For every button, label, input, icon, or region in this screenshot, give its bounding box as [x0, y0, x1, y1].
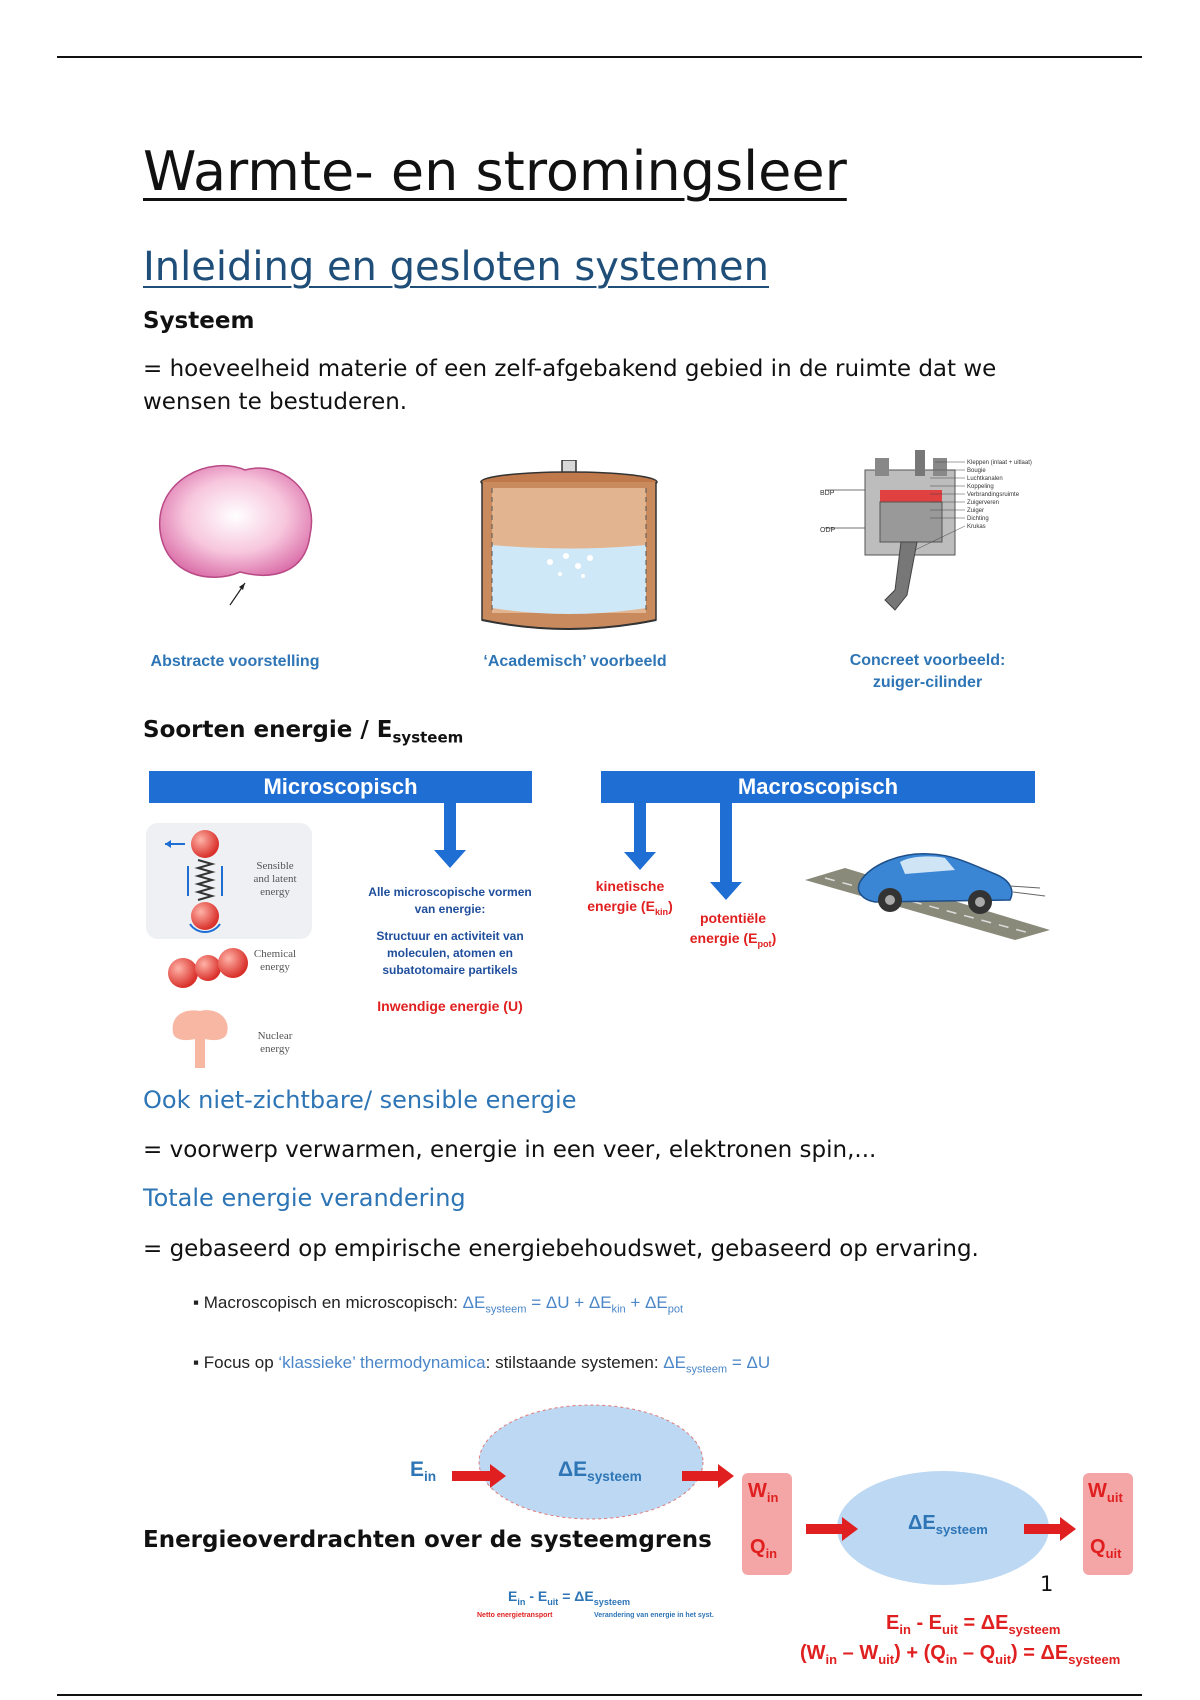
energy-arrows	[434, 800, 742, 900]
moving-car-illustration	[805, 853, 1050, 940]
svg-text:Verbrandingsruimte: Verbrandingsruimte	[967, 492, 1020, 498]
potential-energy-label: potentiële energie (Epot)	[689, 910, 777, 949]
top-rule	[57, 56, 1142, 58]
bullet-marker: ▪	[193, 1353, 204, 1372]
equation-2: Ein - Euit = ΔEsysteem	[886, 1612, 1061, 1637]
nuclear-label: Nuclear energy	[257, 1030, 293, 1055]
systeem-definition: = hoeveelheid materie of een zelf-afgeba…	[143, 356, 997, 415]
w-in-label: Win	[748, 1480, 779, 1505]
equation-1: Ein - Euit = ΔEsysteem	[508, 1588, 631, 1607]
svg-text:Dichting: Dichting	[967, 516, 989, 522]
bullet-macro-micro: ▪ Macroscopisch en microscopisch: ΔEsyst…	[193, 1293, 684, 1316]
net-transport-note: Netto energietransport	[477, 1612, 553, 1619]
svg-text:Krukas: Krukas	[967, 524, 986, 530]
sensible-panel	[146, 823, 312, 939]
concrete-caption: Concreet voorbeeld: zuiger-cilinder	[849, 652, 1006, 691]
abstract-caption: Abstracte voorstelling	[150, 653, 320, 670]
bullet-marker: ▪	[193, 1293, 204, 1312]
energy-types-heading: Soorten energie / Esysteem	[143, 717, 464, 747]
work-heat-in-tag	[742, 1473, 792, 1575]
chemical-molecule-icon	[168, 948, 248, 988]
svg-text:BDP: BDP	[820, 490, 835, 497]
micro-description-2: Structuur en activiteit van moleculen, a…	[376, 929, 524, 977]
internal-energy-label: Inwendige energie (U)	[377, 998, 523, 1014]
total-energy-heading: Totale energie verandering	[143, 1184, 466, 1212]
kinetic-energy-label: kinetische energie (Ekin)	[587, 878, 673, 917]
work-heat-out-tag	[1083, 1473, 1133, 1575]
svg-text:Koppeling: Koppeling	[967, 484, 994, 490]
w-uit-label: Wuit	[1088, 1480, 1123, 1505]
svg-text:Bougie: Bougie	[967, 468, 986, 474]
piston-cylinder-figure: BDP ODP Kleppen (inlaat + uitlaat) Bougi…	[820, 450, 1032, 611]
microscopic-bar: Microscopisch	[149, 771, 532, 803]
section-heading: Inleiding en gesloten systemen	[143, 244, 769, 290]
sensible-heading: Ook niet-zichtbare/ sensible energie	[143, 1086, 577, 1114]
macroscopic-bar: Macroscopisch	[601, 771, 1035, 803]
page-title: Warmte- en stromingsleer	[143, 140, 847, 203]
q-uit-label: Quit	[1090, 1536, 1122, 1561]
sensible-label: Sensible and latent energy	[253, 860, 297, 898]
bullet-classic-thermo: ▪ Focus op ‘klassieke’ thermodynamica: s…	[193, 1353, 771, 1376]
equation-3: (Win – Wuit) + (Qin – Quit) = ΔEsysteem	[800, 1642, 1121, 1667]
total-energy-text: = gebaseerd op empirische energiebehouds…	[143, 1236, 979, 1262]
academic-cylinder-figure	[480, 460, 658, 630]
micro-description-1: Alle microscopische vormen van energie:	[368, 885, 532, 916]
e-in-label: Ein	[410, 1458, 437, 1485]
svg-text:Kleppen (inlaat + uitlaat): Kleppen (inlaat + uitlaat)	[967, 460, 1032, 466]
svg-text:Zuigerveren: Zuigerveren	[967, 500, 999, 506]
transfer-diagram-shapes	[452, 1404, 1076, 1585]
molecule-spring-icon	[165, 830, 223, 933]
page-number: 1	[1040, 1572, 1054, 1596]
nuclear-mushroom-icon	[172, 1010, 228, 1068]
delta-e-system-label-2: ΔEsysteem	[908, 1512, 988, 1537]
energy-transfer-heading: Energieoverdrachten over de systeemgrens	[143, 1527, 712, 1553]
delta-e-system-label-1: ΔEsysteem	[558, 1458, 642, 1485]
abstract-system-figure	[159, 465, 313, 606]
chemical-label: Chemical energy	[253, 948, 297, 973]
svg-text:Luchtkanalen: Luchtkanalen	[967, 476, 1003, 482]
academic-caption: ‘Academisch’ voorbeeld	[483, 653, 667, 670]
systeem-heading: Systeem	[143, 308, 255, 334]
bottom-rule	[57, 1694, 1142, 1696]
sensible-text: = voorwerp verwarmen, energie in een vee…	[143, 1137, 877, 1163]
svg-text:ODP: ODP	[820, 527, 836, 534]
q-in-label: Qin	[750, 1536, 778, 1561]
svg-text:Zuiger: Zuiger	[967, 508, 984, 514]
energy-change-note: Verandering van energie in het syst.	[594, 1612, 714, 1619]
